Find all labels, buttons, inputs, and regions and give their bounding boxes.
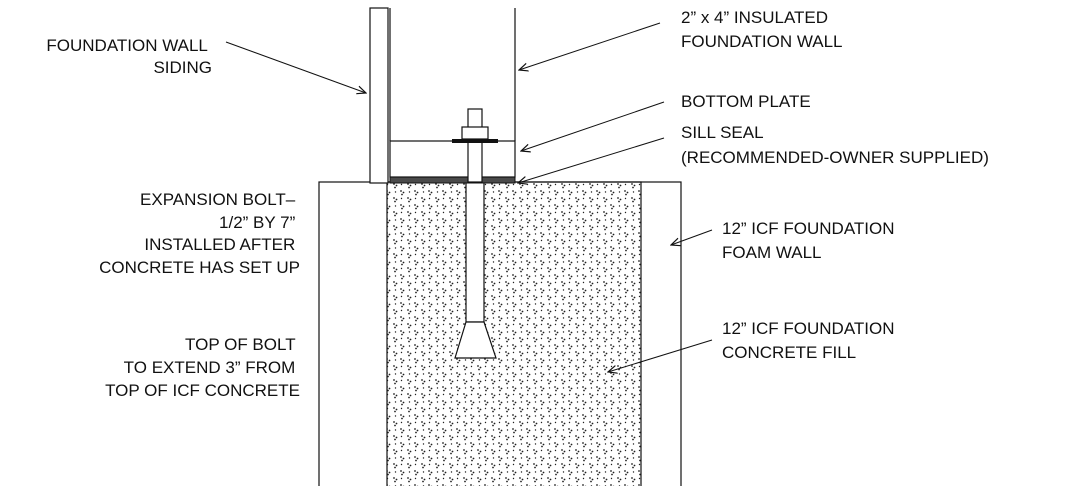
expansion-bolt-shaft (465, 181, 485, 323)
label-expansion-bolt: EXPANSION BOLT– 1/2” BY 7” INSTALLED AFT… (99, 190, 300, 277)
label-bottom-plate: BOTTOM PLATE (681, 92, 811, 111)
label-foundation-wall-siding: FOUNDATION WALL SIDING (46, 36, 212, 77)
icf-concrete-fill (386, 181, 642, 486)
leader-concrete-fill (608, 339, 713, 372)
leader-sill-seal (518, 137, 665, 183)
label-top-of-bolt: TOP OF BOLT TO EXTEND 3” FROM TOP OF ICF… (105, 335, 300, 400)
sill-seal (389, 176, 516, 184)
expansion-bolt-flare (454, 321, 497, 359)
bottom-plate (389, 140, 516, 178)
label-insulated-foundation-wall: 2” x 4” INSULATED FOUNDATION WALL (681, 8, 843, 51)
label-sill-seal: SILL SEAL (RECOMMENDED-OWNER SUPPLIED) (681, 123, 989, 167)
leader-siding (225, 41, 366, 93)
bolt-washer (452, 139, 498, 143)
bolt-upper-shaft (467, 108, 483, 183)
leader-foam-wall (671, 229, 713, 245)
bolt-nut (461, 126, 489, 140)
foundation-wall-siding (369, 7, 389, 184)
label-foam-wall: 12” ICF FOUNDATION FOAM WALL (722, 219, 899, 262)
leader-insulated-wall (519, 22, 661, 70)
leader-bottom-plate (521, 101, 665, 151)
label-concrete-fill: 12” ICF FOUNDATION CONCRETE FILL (722, 319, 899, 362)
